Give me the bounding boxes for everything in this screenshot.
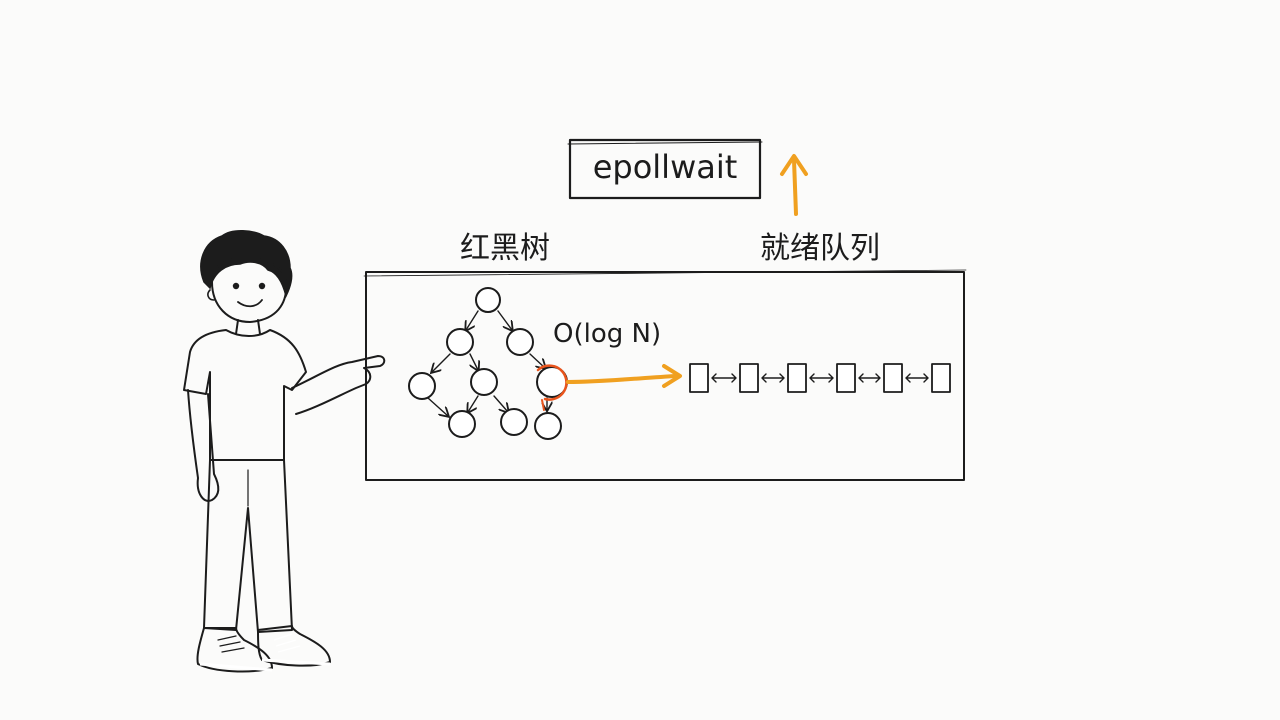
red-black-tree [408,287,568,440]
return-arrow [780,154,808,216]
epollwait-box: epollwait [567,138,763,200]
ready-queue-label: 就绪队列 [760,231,880,266]
epollwait-label: epollwait [593,148,738,186]
hair [200,230,293,299]
tree-node [500,408,528,436]
tree-node [470,368,498,396]
tree-node [475,287,501,313]
tree-node [408,372,436,400]
face [211,257,288,323]
tree-node [506,328,534,356]
queue-node [787,363,807,393]
queue-node [883,363,903,393]
right-shoe [257,625,331,667]
presenter-character [183,230,386,673]
transfer-arrow [566,364,682,388]
tree-node [446,328,474,356]
complexity-label: O(log N) [553,319,661,349]
ready-queue-list [689,363,951,393]
tree-label: 红黑树 [460,231,550,266]
queue-node [739,363,759,393]
tree-node [448,410,476,438]
kernel-frame [363,269,967,481]
left-shoe [196,627,273,673]
queue-node [836,363,856,393]
queue-node [689,363,709,393]
highlight-ring [536,364,568,401]
queue-node [931,363,951,393]
shirt [183,329,307,461]
tree-node [534,412,562,440]
